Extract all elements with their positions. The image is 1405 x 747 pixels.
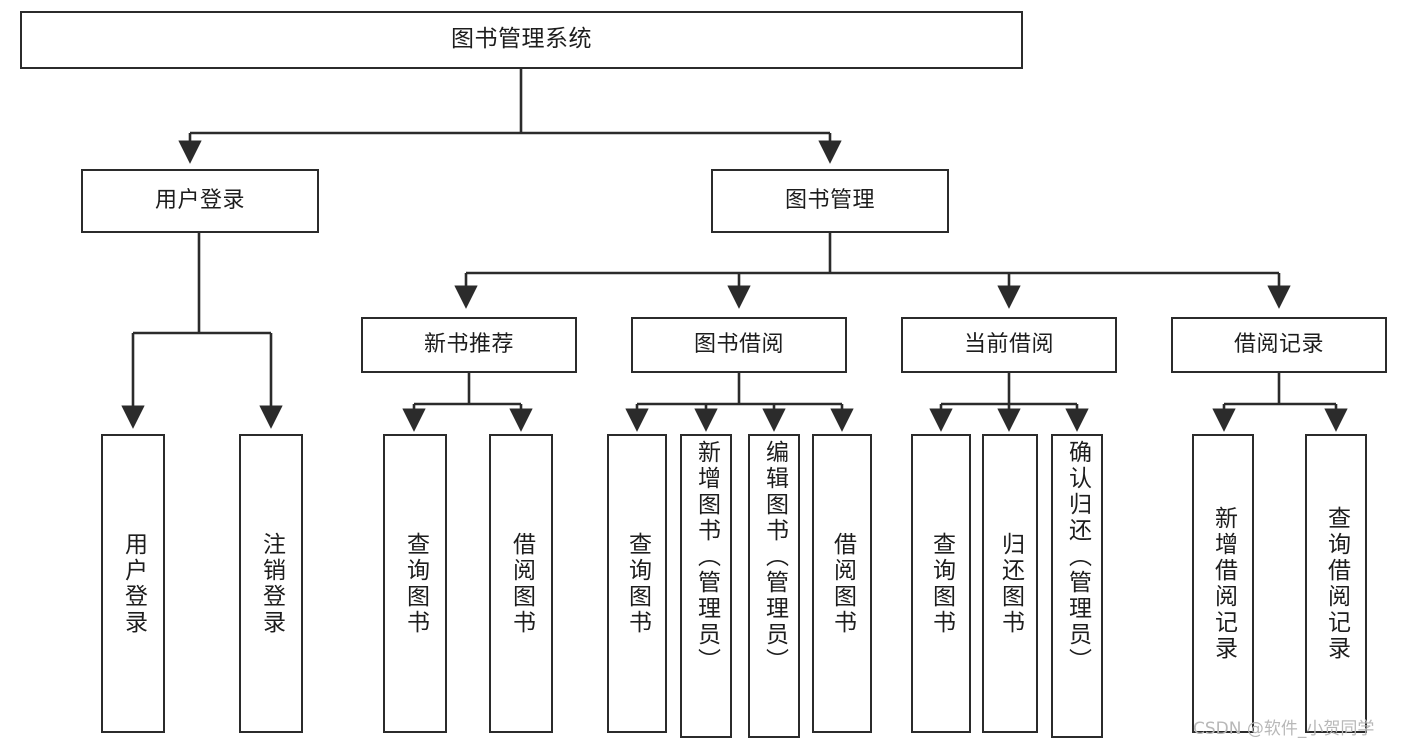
leaf-edit-book-admin[interactable]: 编辑图书（管理员） bbox=[748, 434, 800, 738]
leaf-borrow-book-1-label: 借阅图书 bbox=[508, 531, 535, 636]
node-user-login-label: 用户登录 bbox=[154, 188, 245, 214]
leaf-add-borrow-record-label: 新增借阅记录 bbox=[1210, 505, 1237, 662]
node-user-login[interactable]: 用户登录 bbox=[81, 169, 319, 233]
node-current-borrow[interactable]: 当前借阅 bbox=[901, 317, 1117, 373]
node-root[interactable]: 图书管理系统 bbox=[20, 11, 1023, 69]
leaf-query-book-1-label: 查询图书 bbox=[402, 531, 429, 636]
leaf-return-book[interactable]: 归还图书 bbox=[982, 434, 1038, 733]
node-borrow-record[interactable]: 借阅记录 bbox=[1171, 317, 1387, 373]
node-book-management-label: 图书管理 bbox=[784, 188, 875, 214]
leaf-borrow-book-1[interactable]: 借阅图书 bbox=[489, 434, 553, 733]
node-new-book-recommend[interactable]: 新书推荐 bbox=[361, 317, 577, 373]
node-borrow-record-label: 借阅记录 bbox=[1233, 332, 1324, 358]
node-book-borrow-label: 图书借阅 bbox=[693, 332, 784, 358]
leaf-query-book-2-label: 查询图书 bbox=[624, 531, 651, 636]
leaf-query-book-3[interactable]: 查询图书 bbox=[911, 434, 971, 733]
leaf-logout-login-label: 注销登录 bbox=[258, 531, 285, 636]
leaf-return-book-label: 归还图书 bbox=[997, 531, 1024, 636]
leaf-query-book-2[interactable]: 查询图书 bbox=[607, 434, 667, 733]
leaf-borrow-book-2[interactable]: 借阅图书 bbox=[812, 434, 872, 733]
node-book-management[interactable]: 图书管理 bbox=[711, 169, 949, 233]
leaf-query-borrow-record-label: 查询借阅记录 bbox=[1323, 505, 1350, 662]
leaf-query-borrow-record[interactable]: 查询借阅记录 bbox=[1305, 434, 1367, 733]
leaf-add-book-admin-label: 新增图书（管理员） bbox=[693, 440, 720, 674]
node-new-book-recommend-label: 新书推荐 bbox=[423, 332, 514, 358]
leaf-query-book-3-label: 查询图书 bbox=[928, 531, 955, 636]
node-current-borrow-label: 当前借阅 bbox=[963, 332, 1054, 358]
leaf-user-login[interactable]: 用户登录 bbox=[101, 434, 165, 733]
leaf-add-borrow-record[interactable]: 新增借阅记录 bbox=[1192, 434, 1254, 733]
node-book-borrow[interactable]: 图书借阅 bbox=[631, 317, 847, 373]
leaf-edit-book-admin-label: 编辑图书（管理员） bbox=[761, 440, 788, 674]
leaf-add-book-admin[interactable]: 新增图书（管理员） bbox=[680, 434, 732, 738]
watermark: CSDN @软件_小贺同学 bbox=[1193, 719, 1375, 739]
node-root-label: 图书管理系统 bbox=[451, 26, 592, 53]
leaf-query-book-1[interactable]: 查询图书 bbox=[383, 434, 447, 733]
leaf-borrow-book-2-label: 借阅图书 bbox=[829, 531, 856, 636]
leaf-user-login-label: 用户登录 bbox=[120, 531, 147, 636]
leaf-confirm-return-admin-label: 确认归还（管理员） bbox=[1064, 440, 1091, 674]
leaf-confirm-return-admin[interactable]: 确认归还（管理员） bbox=[1051, 434, 1103, 738]
leaf-logout-login[interactable]: 注销登录 bbox=[239, 434, 303, 733]
